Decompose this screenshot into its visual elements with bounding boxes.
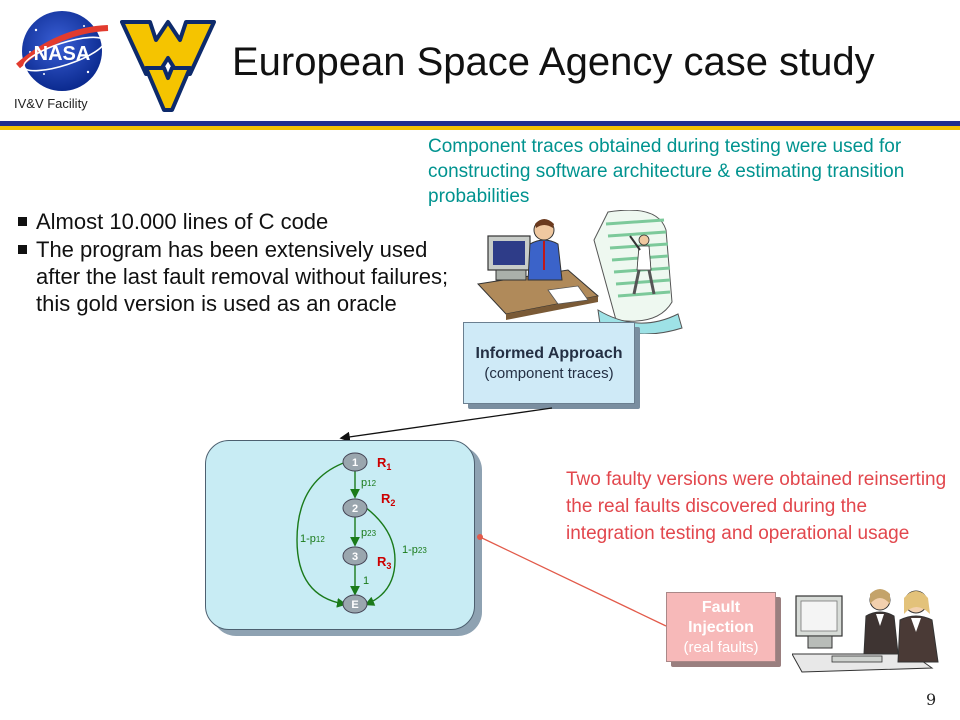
edge-1-E xyxy=(296,461,347,608)
reliability-label-r1: R1 xyxy=(377,455,391,472)
informed-arrow xyxy=(339,407,553,443)
transition-label-p12: p12 xyxy=(361,477,377,489)
state-node-2: 2 xyxy=(342,498,368,518)
page-number: 9 xyxy=(926,690,937,709)
reliability-label-r2: R2 xyxy=(381,491,395,508)
title-rule xyxy=(0,121,960,126)
computer-user-clipart xyxy=(476,210,683,334)
bullet-list: Almost 10.000 lines of C code The progra… xyxy=(16,208,466,318)
page-title: European Space Agency case study xyxy=(232,40,875,84)
bullet-item: Almost 10.000 lines of C code xyxy=(16,208,466,235)
faulty-versions-note: Two faulty versions were obtained reinse… xyxy=(566,469,947,544)
reliability-label-r3: R3 xyxy=(377,554,391,571)
informed-approach-title: Informed Approach xyxy=(475,344,623,362)
facility-label: IV&V Facility xyxy=(14,96,88,111)
state-label: 1 xyxy=(352,457,358,469)
edge-2-E xyxy=(364,506,396,606)
state-label: 2 xyxy=(352,503,358,515)
fault-injection-subtitle: (real faults) xyxy=(683,638,759,656)
state-label: E xyxy=(351,599,358,611)
state-node-E: E xyxy=(342,594,368,614)
state-node-3: 3 xyxy=(342,546,368,566)
state-node-1: 1 xyxy=(342,452,368,472)
bullet-item: The program has been extensively used af… xyxy=(16,236,466,317)
transition-label-one: 1 xyxy=(363,575,369,587)
nasa-logo: NASA xyxy=(16,11,109,91)
team-at-computer-clipart xyxy=(792,589,939,673)
informed-approach-box: Informed Approach (component traces) xyxy=(463,322,635,404)
state-label: 3 xyxy=(352,551,358,563)
wv-logo xyxy=(120,20,216,112)
architecture-diagram: 1 2 3 E R1 R2 R3 p12 p23 1 1-p12 1-p23 xyxy=(296,452,427,614)
fault-injection-title: Fault Injection xyxy=(688,598,754,636)
transition-label-1-p23: 1-p23 xyxy=(402,544,427,556)
fault-arrow xyxy=(477,534,667,627)
nasa-logo-text: NASA xyxy=(34,43,91,65)
traces-note: Component traces obtained during testing… xyxy=(428,136,905,207)
informed-approach-subtitle: (component traces) xyxy=(484,364,614,382)
fault-injection-box: Fault Injection (real faults) xyxy=(666,592,776,662)
title-rule-accent xyxy=(0,126,960,130)
transition-label-p23: p23 xyxy=(361,527,377,539)
transition-label-1-p12: 1-p12 xyxy=(300,533,325,545)
